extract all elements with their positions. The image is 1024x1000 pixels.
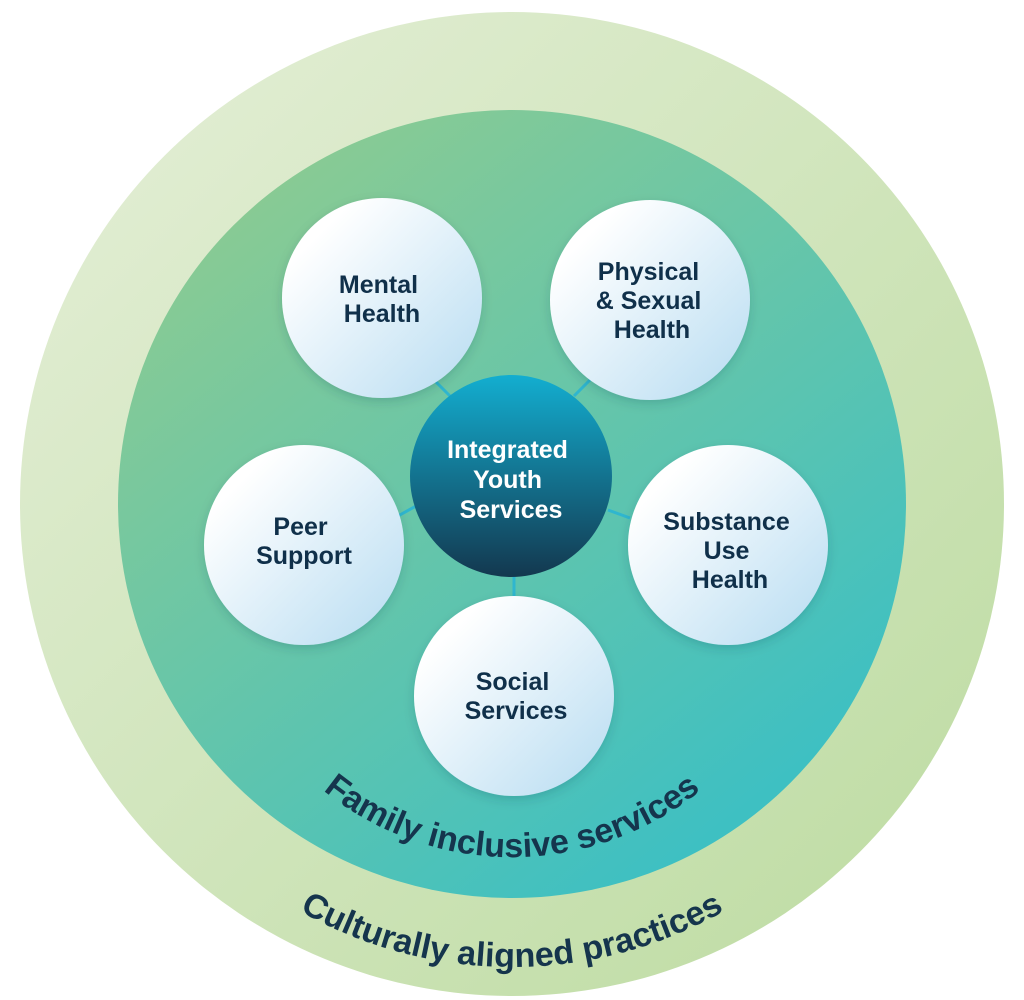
connector-peer-support [397,504,417,518]
svg-text:Physical & Sexual: Physical & Sexual Health [596,258,709,344]
node-label-line: Health [692,566,768,594]
node-circle [282,198,482,398]
node-mental-health: Mental Health [282,198,482,398]
node-label-line: Social [476,668,550,696]
node-social-services: Social Services [414,596,614,796]
svg-text:Integrated Youth S: Integrated Youth Services [447,436,575,524]
node-peer-support: Peer Support [204,445,404,645]
node-label-line: Health [344,300,420,328]
svg-text:Social Services: Social Services [465,668,568,725]
center-label-line: Youth [473,466,542,494]
node-label-line: Services [465,697,568,725]
node-label-line: Substance [663,508,790,536]
connector-substance-use-health [607,508,631,520]
center-node: Integrated Youth Services [410,375,612,577]
node-label-line: Use [704,537,750,565]
node-label-line: Peer [273,513,327,541]
node-label-line: & Sexual [596,287,702,315]
center-label-line: Integrated [447,436,568,464]
node-circle [414,596,614,796]
node-label-line: Mental [339,271,418,299]
svg-text:Mental Health: Mental Health [339,271,425,328]
node-substance-use-health: Substance Use Health [628,445,828,645]
svg-text:Substance Use Heal: Substance Use Health [663,508,796,594]
center-label-line: Services [460,496,563,524]
connector-mental-health [434,380,452,398]
node-circle [628,445,828,645]
node-label-line: Health [614,316,690,344]
node-label-line: Support [256,542,352,570]
node-label-line: Physical [598,258,699,286]
center-circle [410,375,612,577]
node-physical-sexual-health: Physical & Sexual Health [550,200,750,400]
node-circle [204,445,404,645]
connector-physical-sexual-health [572,378,592,398]
svg-text:Peer Support: Peer Support [256,513,352,570]
node-circle [550,200,750,400]
